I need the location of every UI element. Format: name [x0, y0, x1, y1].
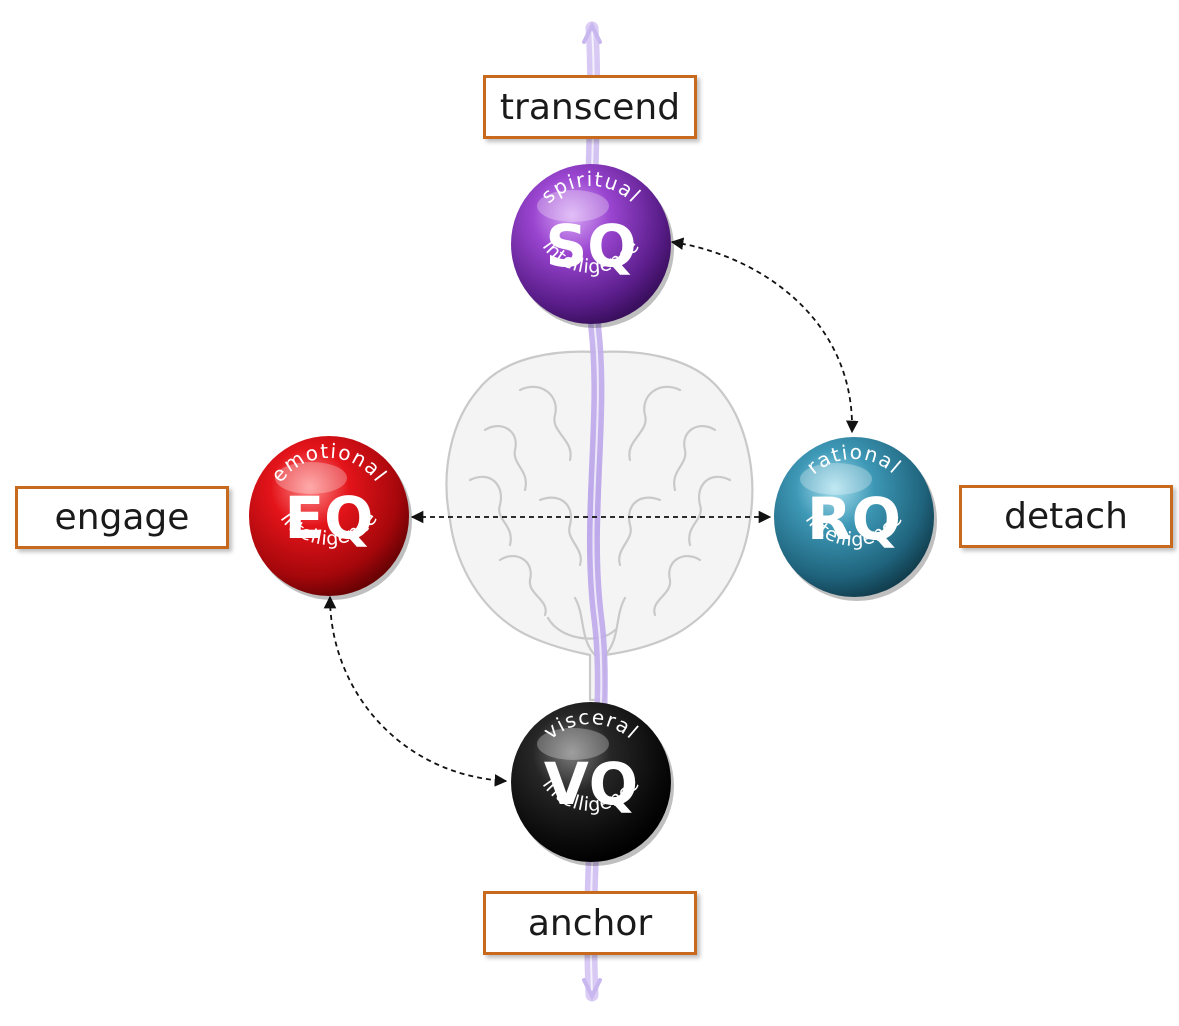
- sphere-rq-code: RQ: [807, 485, 901, 553]
- sphere-eq-ball: [249, 436, 409, 596]
- connector-sq-rq: [670, 237, 859, 434]
- label-engage: engage: [15, 486, 229, 549]
- sphere-vq-code: VQ: [544, 750, 638, 818]
- label-anchor: anchor: [483, 891, 697, 955]
- label-transcend: transcend: [483, 75, 697, 139]
- connector-eq-vq: [323, 595, 508, 787]
- sphere-eq-code: EQ: [285, 484, 374, 552]
- sphere-sq-ball: [511, 164, 671, 324]
- sphere-rq-ball: [774, 437, 934, 597]
- sphere-sq-code: SQ: [545, 212, 636, 280]
- sphere-vq-ball: [511, 702, 671, 862]
- connectors: [323, 237, 859, 787]
- label-detach: detach: [959, 485, 1173, 548]
